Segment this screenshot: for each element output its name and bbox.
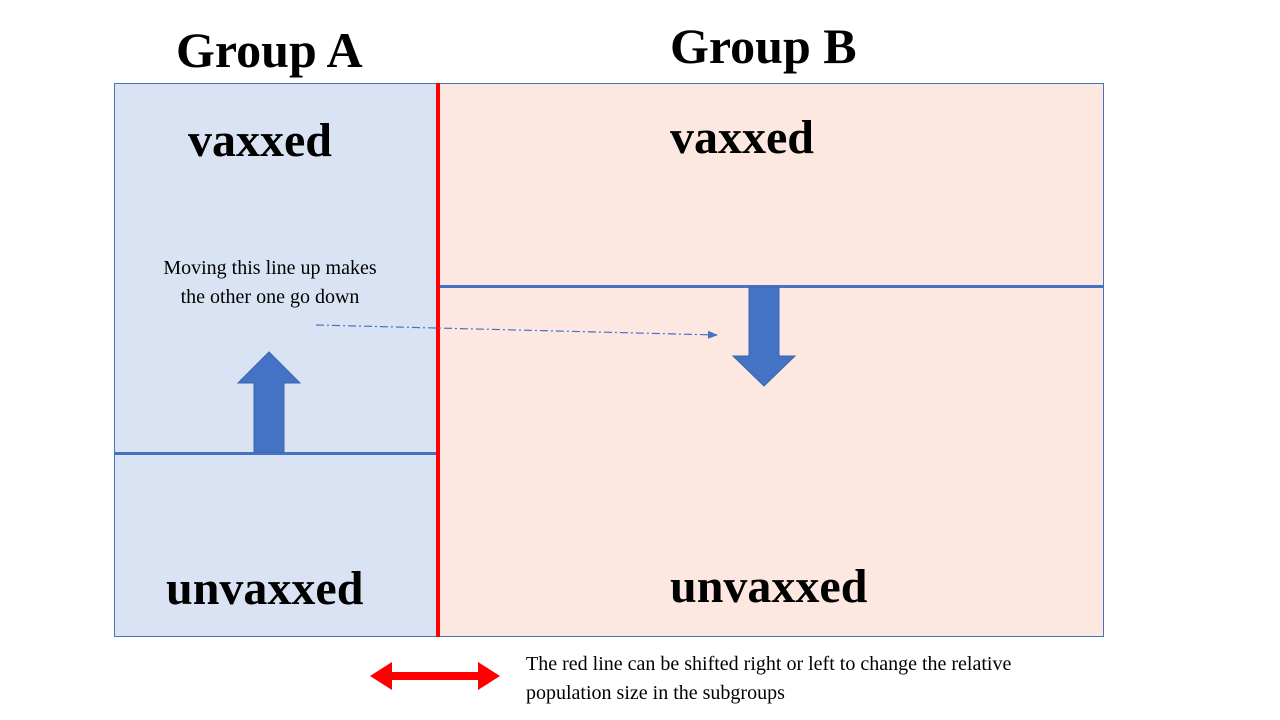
down-arrow-icon — [731, 286, 797, 387]
group-b-title: Group B — [670, 18, 857, 74]
up-arrow-icon — [236, 351, 302, 453]
group-b-unvaxxed-label: unvaxxed — [670, 560, 868, 613]
group-b-vaxxed-label: vaxxed — [670, 111, 814, 164]
dashed-arrow-icon — [315, 324, 718, 339]
left-right-arrow-icon — [370, 662, 500, 690]
group-a-unvaxxed-label: unvaxxed — [166, 562, 364, 615]
group-a-vaxxed-label: vaxxed — [188, 114, 332, 167]
group-a-title: Group A — [176, 22, 363, 78]
group-divider-red-line[interactable] — [436, 83, 440, 637]
group-a-split-line[interactable] — [115, 452, 436, 455]
red-line-caption: The red line can be shifted right or lef… — [526, 653, 1012, 704]
line-movement-note: Moving this line up makes the other one … — [163, 257, 377, 308]
